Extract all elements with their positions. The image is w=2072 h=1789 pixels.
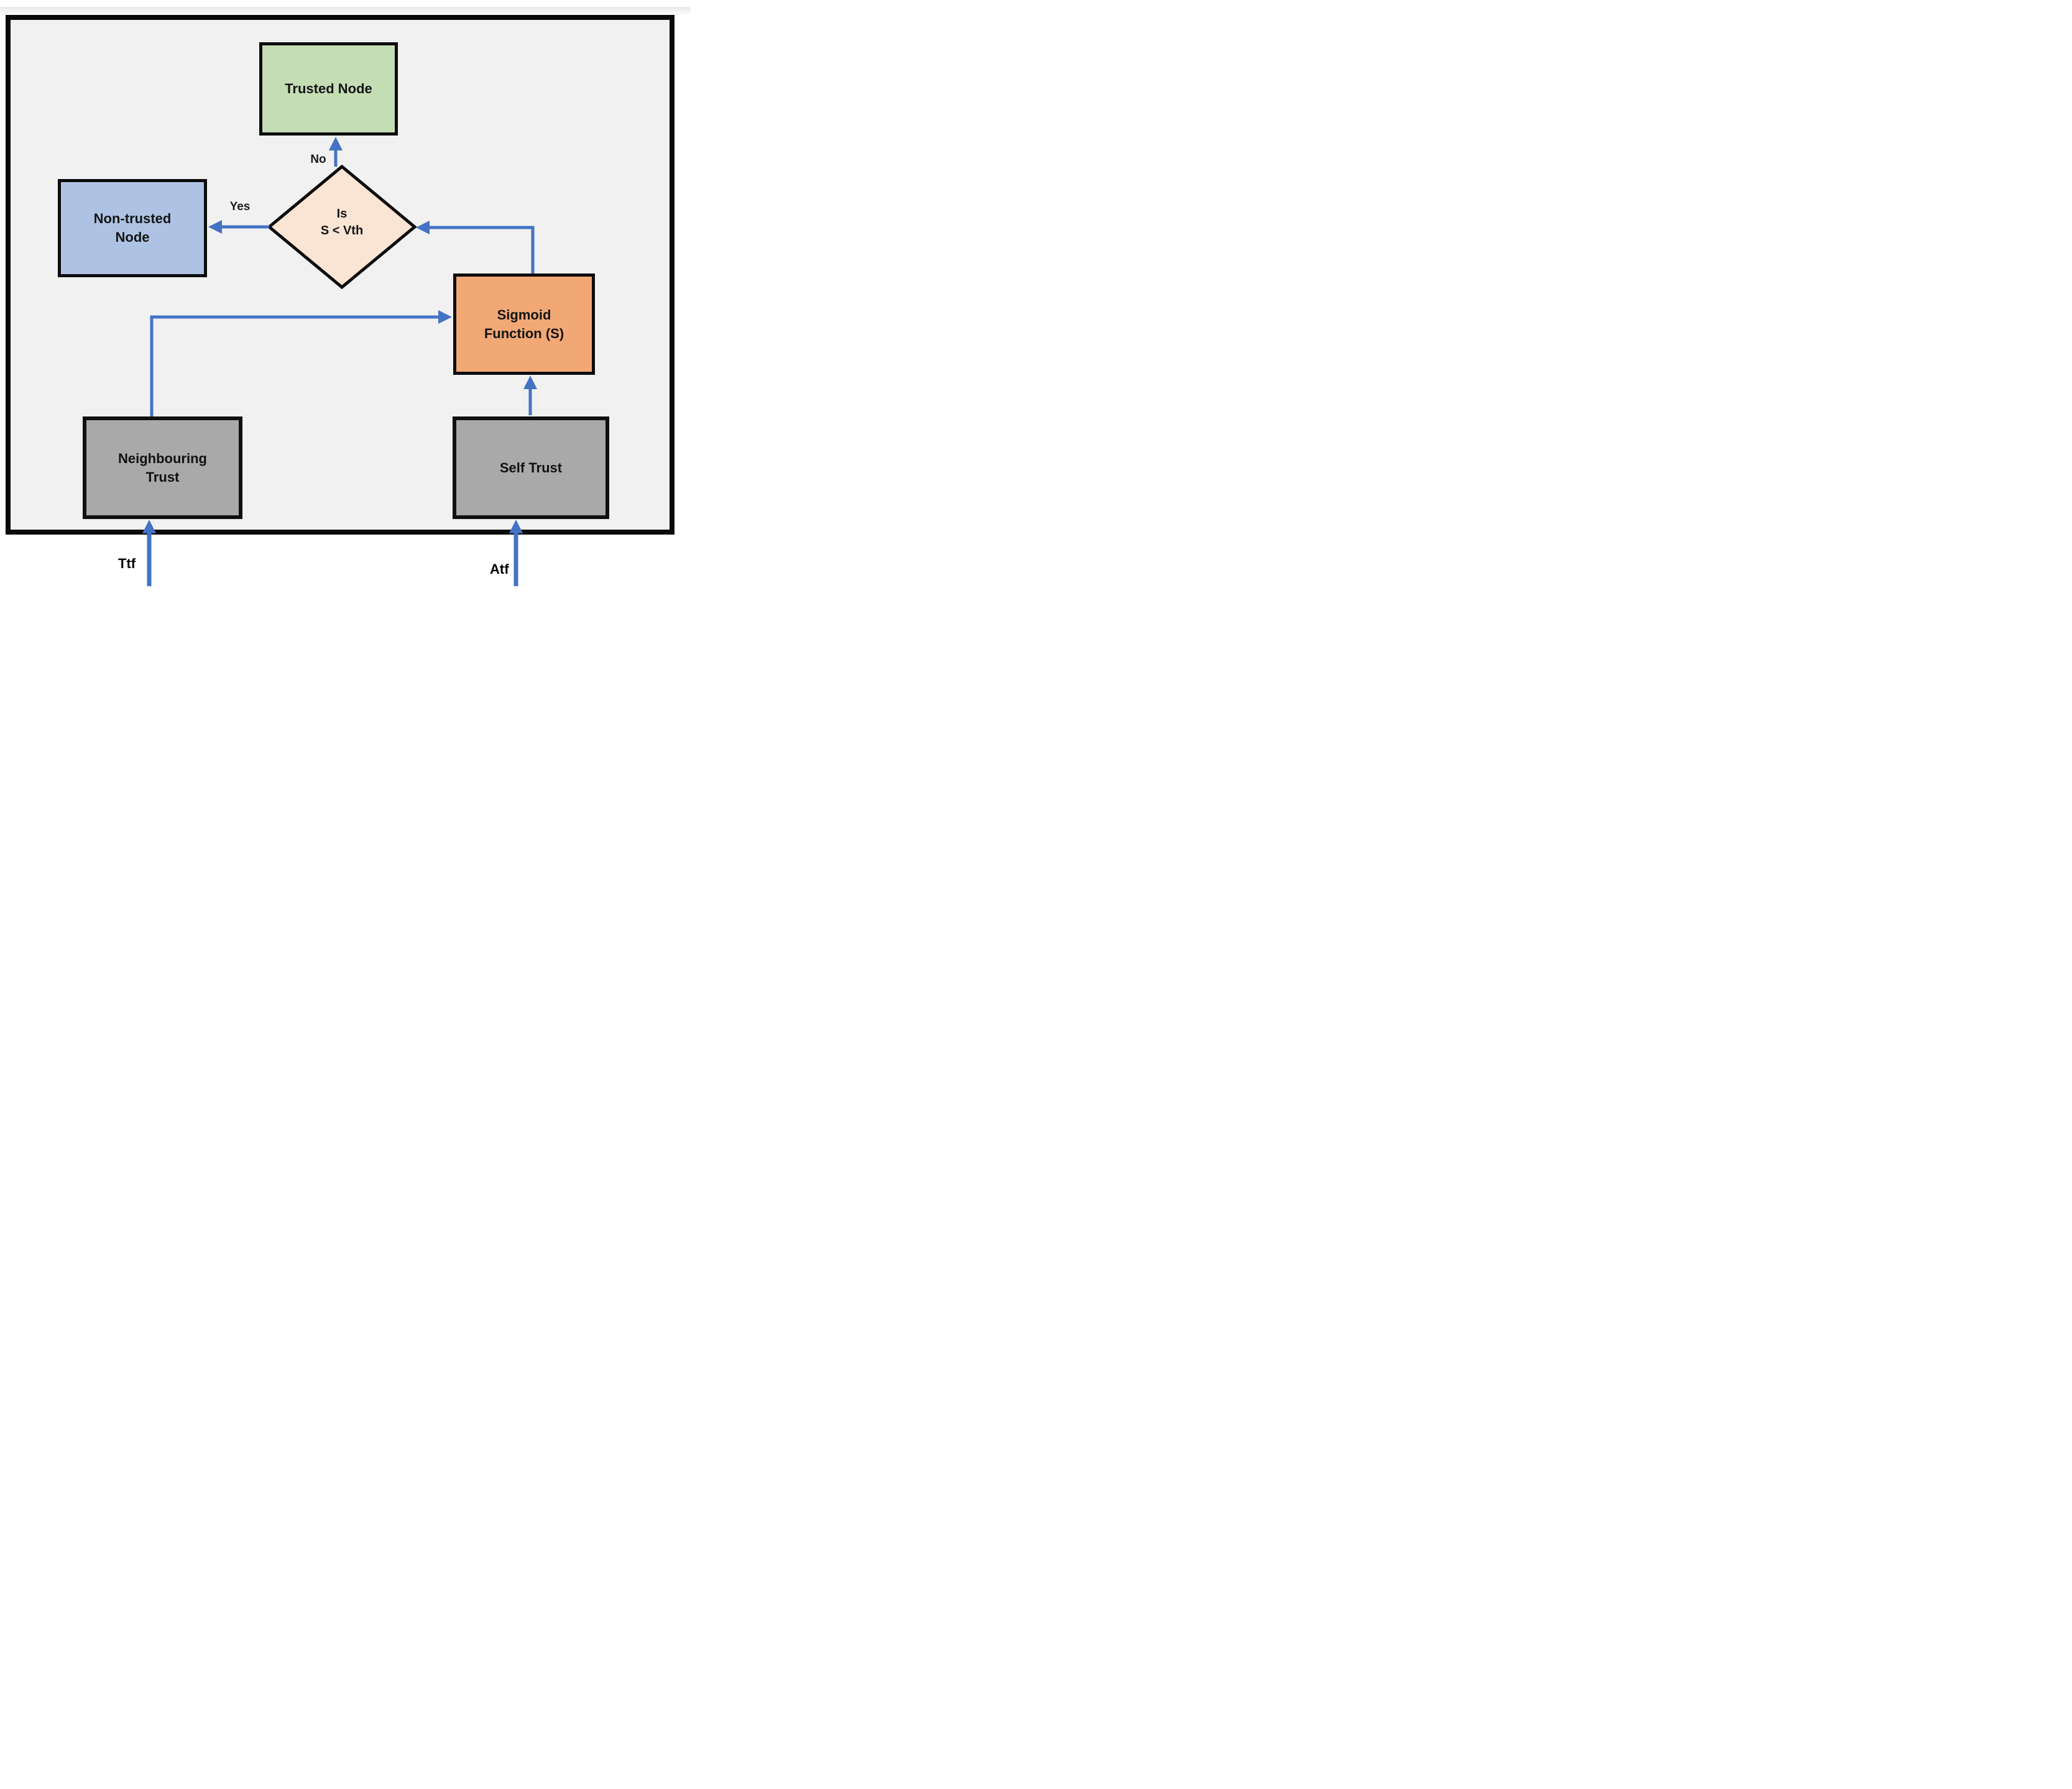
node-neighbouring-trust: Neighbouring Trust xyxy=(83,416,242,519)
input-label-ttf: Ttf xyxy=(118,556,136,571)
node-neighbouring-label-line1: Neighbouring xyxy=(118,450,207,466)
node-decision-label-line2: S < Vth xyxy=(320,224,364,237)
node-decision-label: Is S < Vth xyxy=(292,206,392,239)
node-neighbouring-label-line2: Trust xyxy=(145,469,180,485)
node-self-trust-label: Self Trust xyxy=(499,459,563,476)
input-label-atf: Atf xyxy=(490,561,509,577)
node-non-trusted-label-line1: Non-trusted xyxy=(93,211,172,227)
node-non-trusted-label-line2: Node xyxy=(115,229,150,245)
node-sigmoid-label-line1: Sigmoid xyxy=(497,306,551,323)
edge-label-no: No xyxy=(310,153,326,166)
node-sigmoid-label-line2: Function (S) xyxy=(484,325,564,341)
node-sigmoid-function: Sigmoid Function (S) xyxy=(453,274,595,375)
edge-label-yes: Yes xyxy=(229,200,251,213)
node-non-trusted: Non-trusted Node xyxy=(58,179,207,277)
node-self-trust: Self Trust xyxy=(453,416,609,519)
node-trusted: Trusted Node xyxy=(259,42,398,136)
top-gradient-band xyxy=(0,7,691,15)
node-trusted-label: Trusted Node xyxy=(285,81,372,97)
node-decision-label-line1: Is xyxy=(336,207,348,221)
flowchart-page: Trusted Node Non-trusted Node Sigmoid Fu… xyxy=(0,0,691,596)
